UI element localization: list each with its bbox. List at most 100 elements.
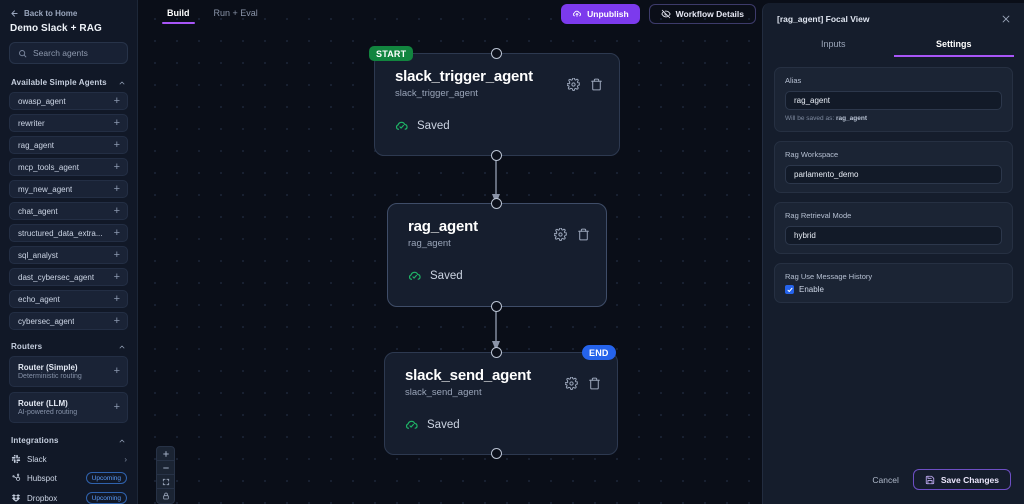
node-status: Saved	[405, 418, 601, 432]
agent-name: rewriter	[18, 118, 45, 128]
sidebar-item-cybersec-agent[interactable]: cybersec_agent +	[9, 312, 128, 330]
unpublish-label: Unpublish	[587, 9, 629, 19]
add-agent-icon[interactable]: +	[113, 94, 120, 107]
canvas-topbar: Build Run + Eval Unpublish Workflow	[138, 0, 1024, 28]
save-changes-label: Save Changes	[940, 474, 999, 485]
add-agent-icon[interactable]: +	[113, 160, 120, 173]
sidebar-item-rag-agent[interactable]: rag_agent +	[9, 136, 128, 154]
search-icon	[19, 49, 27, 57]
node-3-input-port[interactable]	[491, 347, 502, 358]
field-label: Rag Retrieval Mode	[785, 211, 852, 220]
sidebar-item-rewriter[interactable]: rewriter +	[9, 114, 128, 132]
zoom-out-button[interactable]	[157, 461, 174, 475]
node-1-output-port[interactable]	[491, 150, 502, 161]
enable-checkbox[interactable]	[785, 285, 794, 294]
node-rag-agent[interactable]: rag_agent rag_agent Saved	[387, 203, 607, 307]
tab-run-eval[interactable]: Run + Eval	[213, 7, 258, 18]
sidebar-item-integration-slack[interactable]: Slack ›	[0, 450, 137, 468]
field-label: Alias	[785, 76, 802, 85]
node-2-output-port[interactable]	[491, 301, 502, 312]
sidebar-item-my-new-agent[interactable]: my_new_agent +	[9, 180, 128, 198]
integration-label: Hubspot	[27, 473, 57, 483]
cancel-button[interactable]: Cancel	[870, 471, 900, 489]
sidebar-item-chat-agent[interactable]: chat_agent +	[9, 202, 128, 220]
canvas-zoom-controls[interactable]	[156, 446, 175, 504]
router-subtitle: Deterministic routing	[18, 373, 82, 380]
add-agent-icon[interactable]: +	[113, 204, 120, 217]
upcoming-badge: Upcoming	[85, 472, 127, 484]
trash-icon[interactable]	[588, 377, 601, 390]
save-changes-button[interactable]: Save Changes	[912, 469, 1011, 490]
node-subtitle: slack_trigger_agent	[395, 88, 478, 99]
back-to-home-button[interactable]: Back to Home	[0, 0, 137, 21]
add-agent-icon[interactable]: +	[113, 270, 120, 283]
enable-checkbox-row[interactable]: Enable	[785, 285, 1002, 294]
sidebar-item-sql-analyst[interactable]: sql_analyst +	[9, 246, 128, 264]
sidebar-item-integration-dropbox[interactable]: Dropbox Upcoming	[0, 488, 137, 504]
tab-inputs[interactable]: Inputs	[820, 39, 846, 49]
add-agent-icon[interactable]: +	[113, 116, 120, 129]
gear-icon[interactable]	[554, 228, 567, 241]
section-header-integrations[interactable]: Integrations	[0, 428, 137, 450]
add-agent-icon[interactable]: +	[113, 182, 120, 195]
field-rag-retrieval-mode: Rag Retrieval Mode hybrid	[774, 202, 1013, 254]
agent-name: rag_agent	[18, 140, 55, 150]
rag-workspace-input[interactable]: parlamento_demo	[785, 165, 1002, 184]
node-status: Saved	[395, 119, 603, 133]
alias-input[interactable]: rag_agent	[785, 91, 1002, 110]
rag-retrieval-mode-input[interactable]: hybrid	[785, 226, 1002, 245]
node-1-input-port[interactable]	[491, 48, 502, 59]
agent-name: sql_analyst	[18, 250, 59, 260]
sidebar-item-router-simple[interactable]: Router (Simple) Deterministic routing +	[9, 356, 128, 387]
add-agent-icon[interactable]: +	[113, 138, 120, 151]
trash-icon[interactable]	[577, 228, 590, 241]
rag-workspace-value: parlamento_demo	[794, 170, 859, 179]
node-2-input-port[interactable]	[491, 198, 502, 209]
sidebar-item-integration-hubspot[interactable]: Hubspot Upcoming	[0, 468, 137, 488]
search-agents-placeholder: Search agents	[33, 48, 88, 58]
node-title: rag_agent	[408, 218, 478, 235]
router-title: Router (LLM)	[18, 399, 68, 408]
section-header-routers[interactable]: Routers	[0, 334, 137, 356]
fit-view-button[interactable]	[157, 475, 174, 489]
alias-hint-value: rag_agent	[835, 115, 868, 122]
node-3-output-port[interactable]	[491, 448, 502, 459]
trash-icon[interactable]	[590, 78, 603, 91]
gear-icon[interactable]	[565, 377, 578, 390]
add-agent-icon[interactable]: +	[113, 314, 120, 327]
gear-icon[interactable]	[567, 78, 580, 91]
node-status-label: Saved	[430, 270, 463, 282]
sidebar-item-router-llm[interactable]: Router (LLM) AI-powered routing +	[9, 392, 128, 423]
chevron-right-icon: ›	[124, 454, 127, 464]
fit-view-icon	[162, 478, 169, 485]
section-header-available-simple-agents[interactable]: Available Simple Agents	[0, 74, 137, 92]
agent-name: mcp_tools_agent	[18, 162, 79, 172]
search-agents-input[interactable]: Search agents	[9, 42, 128, 64]
add-agent-icon[interactable]: +	[113, 226, 120, 239]
sidebar-item-owasp-agent[interactable]: owasp_agent +	[9, 92, 128, 110]
add-router-icon[interactable]: +	[113, 365, 120, 377]
workflow-details-button[interactable]: Workflow Details	[648, 4, 756, 24]
add-router-icon[interactable]: +	[113, 401, 120, 413]
close-icon[interactable]	[1001, 14, 1011, 24]
plus-icon	[162, 450, 169, 457]
sidebar-item-echo-agent[interactable]: echo_agent +	[9, 290, 128, 308]
save-icon	[925, 475, 935, 484]
add-agent-icon[interactable]: +	[113, 248, 120, 261]
node-actions	[565, 377, 601, 390]
sidebar-item-dast-cybersec-agent[interactable]: dast_cybersec_agent +	[9, 268, 128, 286]
chevron-up-icon	[119, 81, 125, 84]
zoom-in-button[interactable]	[157, 447, 174, 461]
sidebar-item-structured-data-extractor[interactable]: structured_data_extra... +	[9, 224, 128, 242]
slack-icon	[11, 454, 21, 464]
sidebar-scroll-area[interactable]: Available Simple Agents owasp_agent + re…	[0, 74, 137, 504]
section-title: Routers	[11, 342, 43, 351]
tab-build[interactable]: Build	[162, 5, 195, 24]
lock-canvas-button[interactable]	[157, 489, 174, 503]
unpublish-button[interactable]: Unpublish	[561, 4, 640, 24]
tab-settings[interactable]: Settings	[893, 33, 1015, 57]
sidebar-item-mcp-tools-agent[interactable]: mcp_tools_agent +	[9, 158, 128, 176]
add-agent-icon[interactable]: +	[113, 292, 120, 305]
eye-off-icon	[661, 9, 671, 19]
